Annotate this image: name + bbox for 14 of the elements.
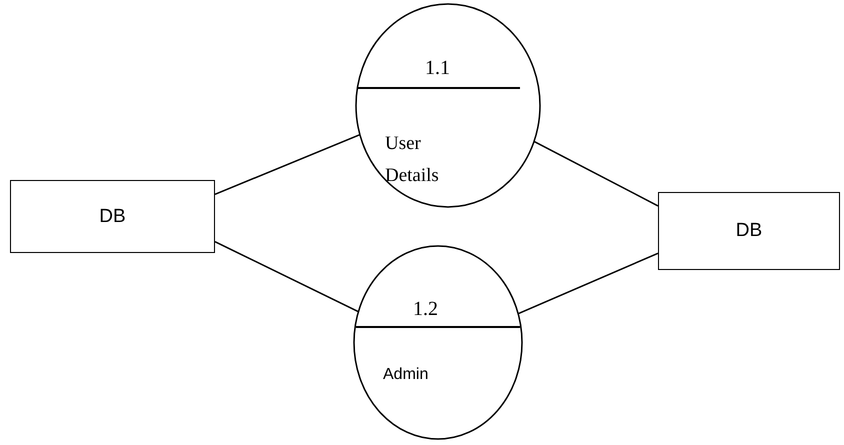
data-store-box (658, 192, 840, 270)
process-circle (355, 3, 541, 208)
connector-line (518, 252, 658, 314)
process-label: User Details (385, 132, 440, 188)
process-number: 1.2 (413, 297, 439, 321)
store-label: DB (99, 206, 126, 228)
connector-line (214, 134, 360, 195)
process-label: Admin (383, 365, 430, 384)
store-label: DB (736, 220, 762, 242)
process-number: 1.1 (425, 56, 451, 80)
data-store-box (10, 180, 215, 253)
connector-line (534, 140, 658, 207)
process-circle (353, 245, 523, 440)
connector-line (214, 241, 359, 312)
